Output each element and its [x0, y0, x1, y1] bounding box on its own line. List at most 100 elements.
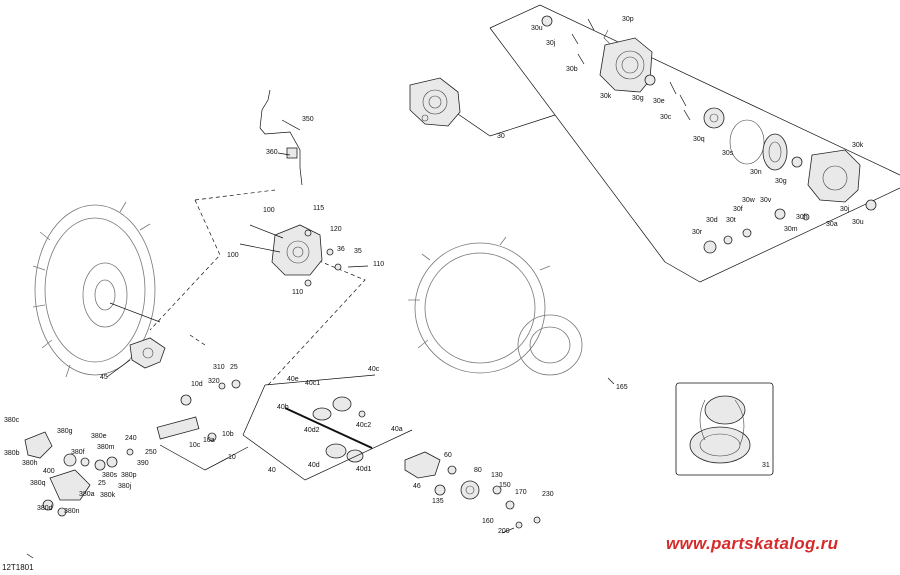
- bearings-inset: [541, 15, 877, 254]
- callout-380k: 380k: [100, 492, 116, 499]
- bolts-inset: [571, 18, 691, 121]
- callout-30v: 30v: [760, 197, 772, 204]
- callout-380c: 380c: [4, 417, 20, 424]
- wheel-hub: [404, 451, 541, 529]
- callout-31: 31: [762, 462, 770, 469]
- callout-30j-right: 30j: [840, 206, 850, 213]
- leader-lines: [26, 119, 615, 559]
- callout-40d: 40d: [308, 462, 320, 469]
- callout-30s: 30s: [722, 150, 734, 157]
- callout-30w: 30w: [742, 197, 755, 204]
- diagram-code: 12T1801: [2, 563, 34, 572]
- watermark[interactable]: www.partskatalog.ru: [666, 534, 839, 553]
- callout-115: 115: [313, 205, 325, 212]
- callout-380j: 380j: [118, 483, 132, 490]
- o-ring-30q: [729, 119, 765, 165]
- callout-110-bottom: 110: [292, 289, 304, 296]
- callout-30f: 30f: [733, 206, 743, 213]
- callout-170: 170: [515, 489, 527, 496]
- callout-45: 45: [100, 374, 108, 381]
- differential-inset-frame: [489, 4, 900, 283]
- callout-380a: 380a: [79, 491, 95, 498]
- callout-380s: 380s: [102, 472, 118, 479]
- callout-120: 120: [330, 226, 342, 233]
- knuckle-45: [129, 337, 166, 369]
- callout-100-top: 100: [263, 207, 275, 214]
- differential-housing-right: [807, 149, 861, 203]
- callout-110-right: 110: [373, 261, 385, 268]
- callout-380h: 380h: [22, 460, 38, 467]
- front-gearbox: [239, 224, 342, 287]
- callout-30t: 30t: [726, 217, 736, 224]
- callout-30b: 30b: [566, 66, 578, 73]
- prop-shaft-10: [156, 379, 241, 442]
- callout-30k-right: 30k: [852, 142, 864, 149]
- callout-30g: 30g: [632, 95, 644, 102]
- brake-knuckle-assembly: [24, 431, 134, 517]
- callout-10: 10: [228, 454, 236, 461]
- callout-160: 160: [482, 518, 494, 525]
- callout-40: 40: [268, 467, 276, 474]
- callout-380e: 380e: [91, 433, 107, 440]
- bracket-40c: [264, 374, 376, 386]
- ring-gear: [762, 133, 788, 171]
- callout-200: 200: [498, 528, 510, 535]
- callout-30r: 30r: [692, 229, 703, 236]
- callout-310: 310: [213, 364, 225, 371]
- callout-30k: 30k: [600, 93, 612, 100]
- callout-30e: 30e: [653, 98, 665, 105]
- differential-housing-inset: [599, 37, 653, 93]
- callout-30j: 30j: [546, 40, 556, 47]
- axle-stub: [109, 302, 161, 323]
- callout-40d2: 40d2: [304, 427, 320, 434]
- callout-25: 25: [230, 364, 238, 371]
- callout-380q: 380q: [30, 480, 46, 487]
- callout-40a: 40a: [391, 426, 403, 433]
- callout-165: 165: [616, 384, 628, 391]
- callout-40b: 40b: [277, 404, 289, 411]
- callout-30c: 30c: [660, 114, 672, 121]
- callout-360: 360: [266, 149, 278, 156]
- callout-80: 80: [474, 467, 482, 474]
- callout-135: 135: [432, 498, 444, 505]
- callout-30n: 30n: [750, 169, 762, 176]
- callout-380b: 380b: [4, 450, 20, 457]
- callout-10a: 10a: [203, 437, 215, 444]
- callout-60: 60: [444, 452, 452, 459]
- callout-10d: 10d: [191, 381, 203, 388]
- callout-320: 320: [208, 378, 220, 385]
- callout-36: 36: [337, 246, 345, 253]
- callout-390: 390: [137, 460, 149, 467]
- spider-gear: [703, 107, 725, 129]
- callout-30m: 30m: [784, 226, 798, 233]
- callout-30d: 30d: [706, 217, 718, 224]
- callout-40c: 40c: [368, 366, 380, 373]
- callout-30u: 30u: [531, 25, 543, 32]
- callout-40c1: 40c1: [305, 380, 321, 387]
- callout-10b: 10b: [222, 431, 234, 438]
- vent-hose: [259, 89, 303, 186]
- callout-100-bottom: 100: [227, 252, 239, 259]
- callout-30h: 30h: [796, 214, 808, 221]
- callout-240: 240: [125, 435, 137, 442]
- callout-40e: 40e: [287, 376, 299, 383]
- callout-40d1: 40d1: [356, 466, 372, 473]
- drive-shaft-40: [284, 396, 373, 463]
- callout-380n: 380n: [64, 508, 80, 515]
- inset-31-frame: [675, 382, 774, 476]
- gearbox-dashed-frame: [149, 189, 366, 386]
- callout-25-left: 25: [98, 480, 106, 487]
- callout-30u-right: 30u: [852, 219, 864, 226]
- callout-35: 35: [354, 248, 362, 255]
- callout-30: 30: [497, 133, 505, 140]
- callout-10c: 10c: [189, 442, 201, 449]
- callout-40c2: 40c2: [356, 422, 372, 429]
- wheel-right: [408, 236, 583, 376]
- callout-380g: 380g: [57, 428, 73, 435]
- callout-30g-right: 30g: [775, 178, 787, 185]
- callout-380m: 380m: [97, 444, 115, 451]
- callout-46: 46: [413, 483, 421, 490]
- bracket-40: [242, 429, 413, 481]
